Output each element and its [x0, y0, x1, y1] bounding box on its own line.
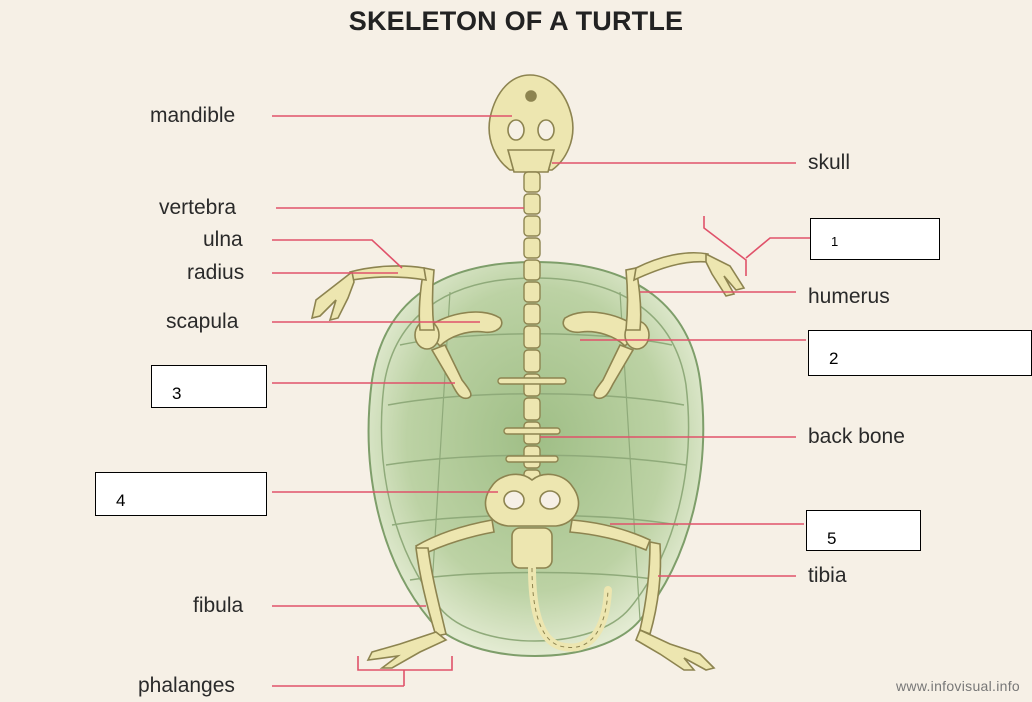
answer-box-number: 4: [116, 491, 125, 511]
label-phalanges: phalanges: [138, 674, 235, 698]
label-humerus: humerus: [808, 285, 890, 309]
diagram-title: SKELETON OF A TURTLE: [0, 6, 1032, 37]
label-mandible: mandible: [150, 104, 235, 128]
answer-box-5[interactable]: 5: [806, 510, 921, 551]
label-back-bone: back bone: [808, 425, 905, 449]
answer-box-3[interactable]: 3: [151, 365, 267, 408]
label-skull: skull: [808, 151, 850, 175]
label-scapula: scapula: [166, 310, 238, 334]
skull-bone: [489, 75, 573, 172]
answer-box-number: 3: [172, 384, 181, 404]
label-ulna: ulna: [203, 228, 243, 252]
leader-box-1: [746, 238, 810, 258]
answer-box-1[interactable]: 1: [810, 218, 940, 260]
answer-box-2[interactable]: 2: [808, 330, 1032, 376]
answer-box-number: 5: [827, 529, 836, 549]
label-radius: radius: [187, 261, 244, 285]
leader-ulna: [272, 240, 402, 268]
answer-box-number: 2: [829, 349, 838, 369]
credit-text: www.infovisual.info: [896, 678, 1020, 694]
answer-box-number: 1: [831, 234, 838, 249]
label-fibula: fibula: [193, 594, 243, 618]
label-vertebra: vertebra: [159, 196, 236, 220]
answer-box-4[interactable]: 4: [95, 472, 267, 516]
label-tibia: tibia: [808, 564, 847, 588]
